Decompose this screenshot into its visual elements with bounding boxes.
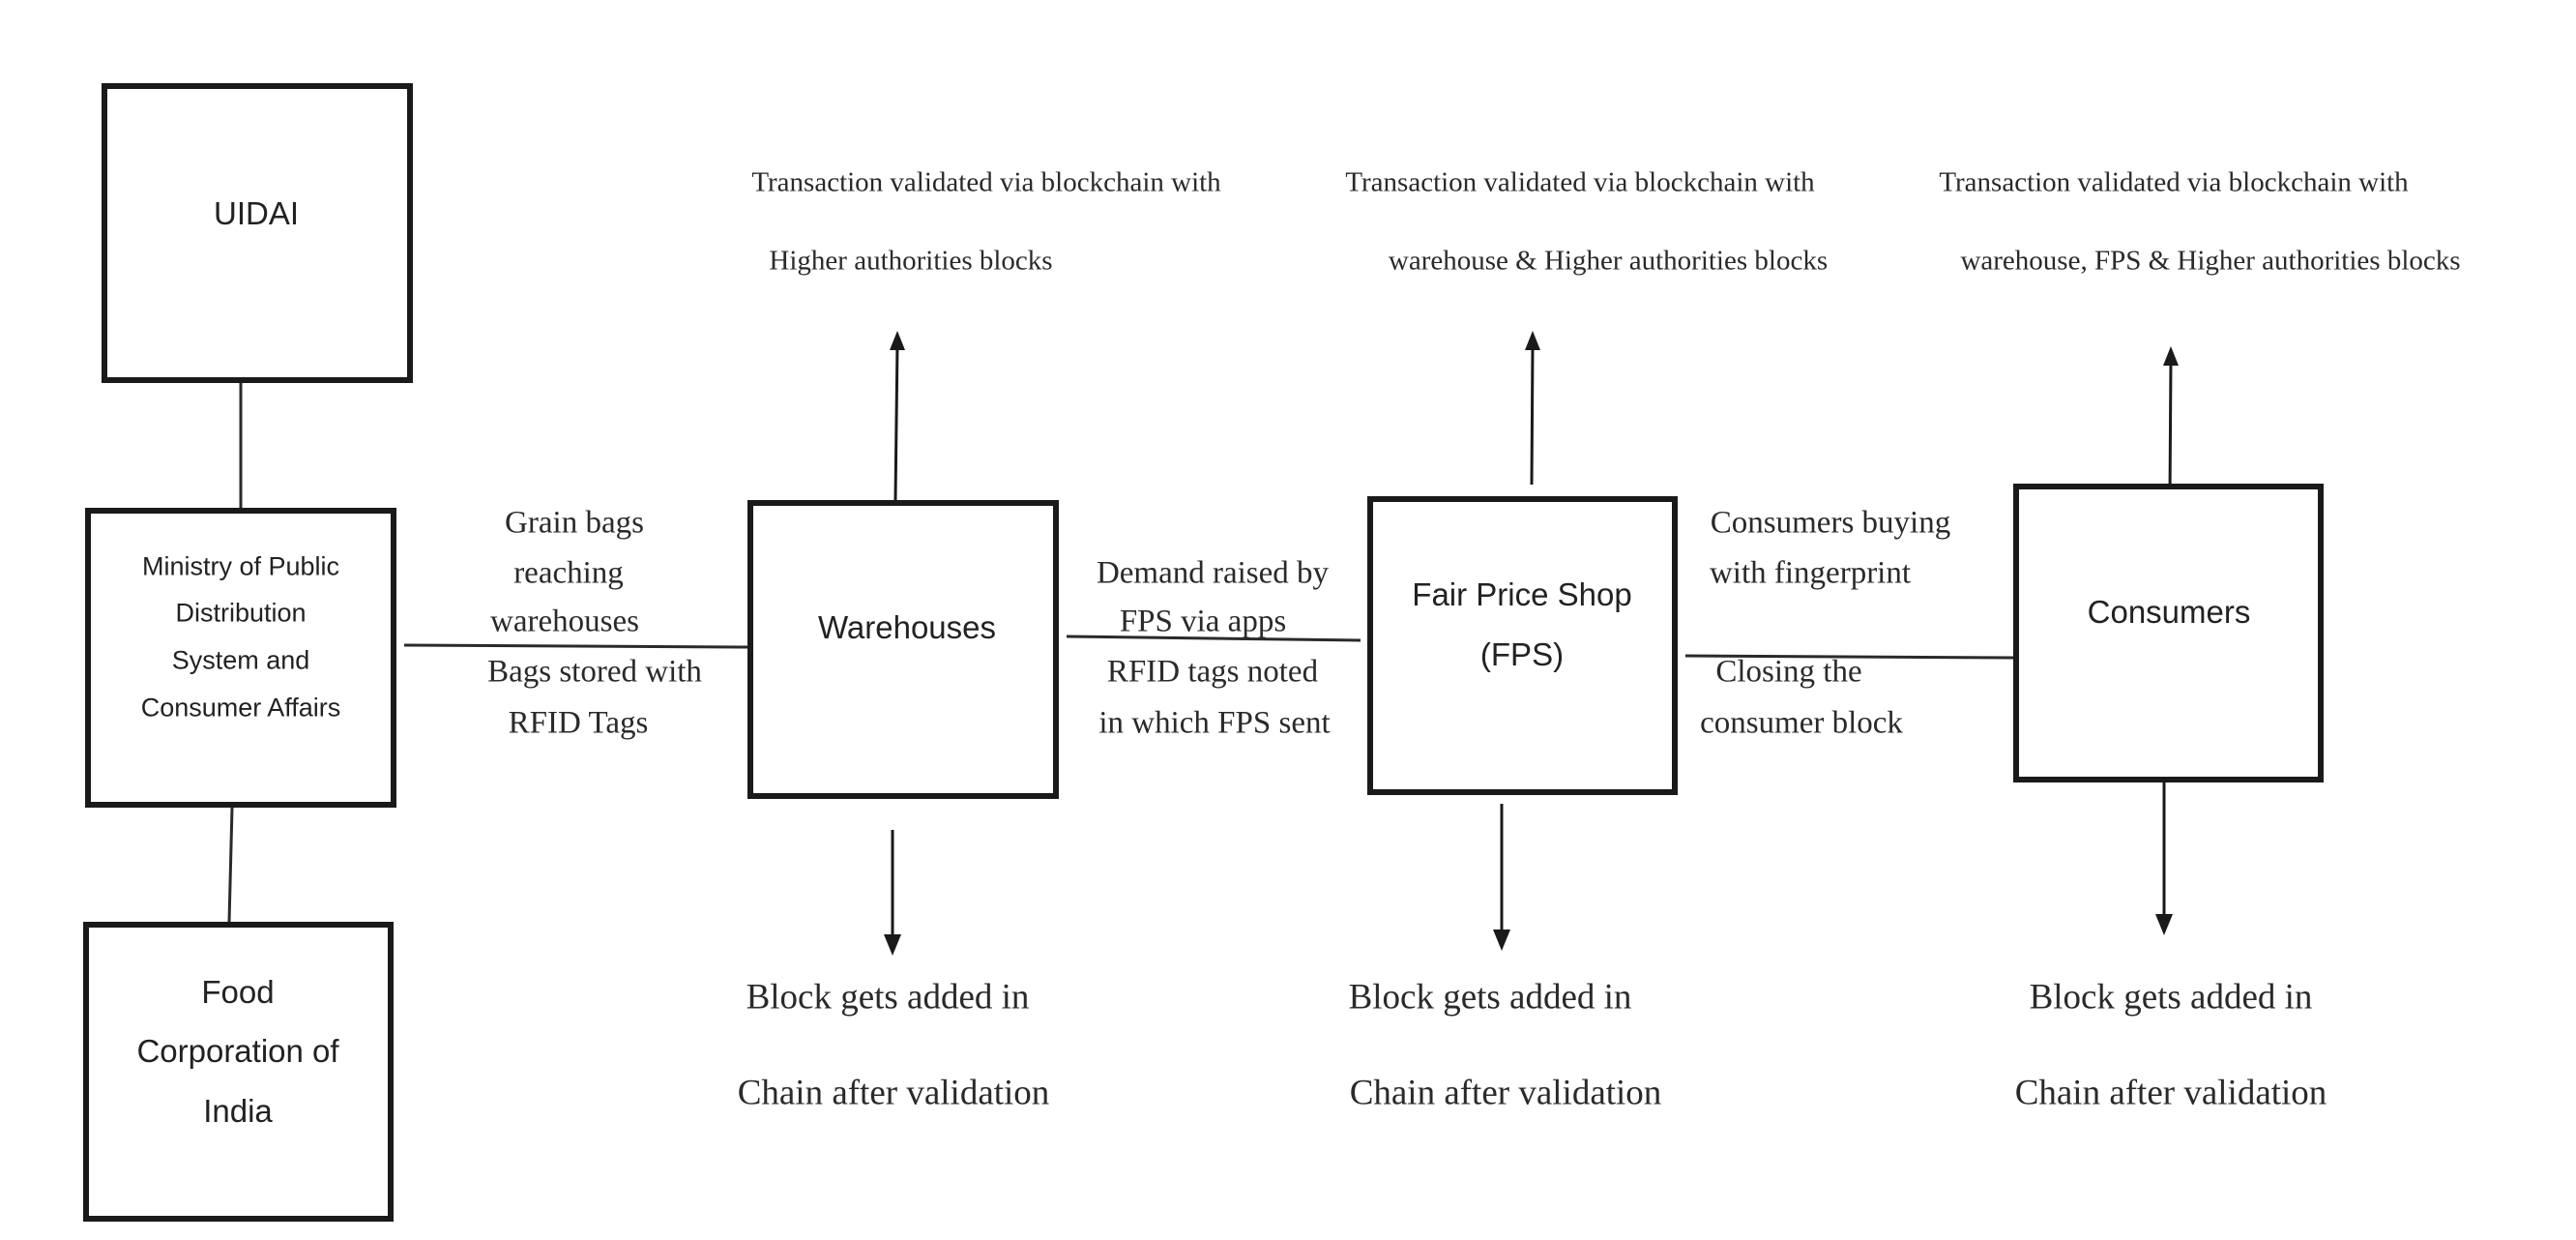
validation-text-fps: warehouse & Higher authorities blocks xyxy=(1388,245,1829,277)
block-added-consumers: Block gets added in xyxy=(2029,977,2313,1018)
edge-label-ministry-warehouse: RFID Tags xyxy=(508,705,649,741)
arrowhead-up-consumers xyxy=(2163,346,2179,366)
node-uidai xyxy=(102,83,413,383)
edge-label-ministry-warehouse: warehouses xyxy=(490,604,639,639)
edge-label-warehouse-fps: FPS via apps xyxy=(1119,604,1287,639)
arrowhead-down-fps xyxy=(1493,930,1510,951)
arrow-up-consumers xyxy=(2168,359,2173,499)
arrow-up-warehouse xyxy=(893,343,899,501)
edge-label-fps-consumers: Closing the xyxy=(1715,654,1862,690)
validation-text-consumers: Transaction validated via blockchain wit… xyxy=(1939,166,2409,198)
validation-text-consumers: warehouse, FPS & Higher authorities bloc… xyxy=(1960,245,2461,277)
edge-label-fps-consumers: Consumers buying xyxy=(1710,505,1951,541)
ministry-label-line: Distribution xyxy=(175,598,307,628)
connector-ministry-warehouse xyxy=(403,643,748,649)
edge-label-fps-consumers: consumer block xyxy=(1700,705,1903,741)
ministry-label-line: System and xyxy=(171,645,310,675)
consumers-label: Consumers xyxy=(2087,594,2251,630)
connector-ministry-fci xyxy=(227,807,234,923)
block-added-consumers: Chain after validation xyxy=(2014,1073,2327,1113)
edge-label-ministry-warehouse: Bags stored with xyxy=(487,654,702,690)
block-added-fps: Chain after validation xyxy=(1349,1073,1662,1113)
node-consumers xyxy=(2013,484,2324,782)
validation-text-fps: Transaction validated via blockchain wit… xyxy=(1345,166,1815,198)
ministry-label-line: Consumer Affairs xyxy=(140,693,341,723)
arrowhead-up-warehouse xyxy=(890,331,905,350)
fps-label-line: (FPS) xyxy=(1479,636,1565,672)
warehouses-label: Warehouses xyxy=(817,609,997,645)
node-warehouses xyxy=(747,500,1059,799)
block-added-warehouse: Chain after validation xyxy=(737,1073,1050,1113)
fps-label-line: Fair Price Shop xyxy=(1412,576,1632,612)
edge-label-fps-consumers: with fingerprint xyxy=(1709,555,1912,591)
block-added-fps: Block gets added in xyxy=(1348,977,1632,1018)
arrowhead-down-warehouse xyxy=(884,934,901,956)
arrow-up-fps xyxy=(1530,343,1535,486)
edge-label-ministry-warehouse: Grain bags xyxy=(505,505,644,541)
edge-label-warehouse-fps: Demand raised by xyxy=(1096,555,1330,591)
arrowhead-up-fps xyxy=(1525,331,1540,350)
ministry-label-line: Ministry of Public xyxy=(141,551,340,581)
edge-label-warehouse-fps: RFID tags noted xyxy=(1106,654,1319,690)
validation-text-warehouse: Transaction validated via blockchain wit… xyxy=(751,166,1221,198)
edge-label-ministry-warehouse: reaching xyxy=(513,555,624,591)
fci-label-line: India xyxy=(203,1093,273,1129)
validation-text-warehouse: Higher authorities blocks xyxy=(769,245,1053,277)
node-fps xyxy=(1367,496,1678,795)
block-added-warehouse: Block gets added in xyxy=(746,977,1030,1018)
node-fci xyxy=(83,922,394,1222)
fci-label-line: Food xyxy=(201,974,275,1010)
edge-label-warehouse-fps: in which FPS sent xyxy=(1098,705,1331,741)
connector-fps-consumers xyxy=(1684,654,2014,660)
connector-warehouse-fps xyxy=(1066,635,1361,642)
node-ministry xyxy=(85,508,396,808)
uidai-label: UIDAI xyxy=(213,195,300,231)
fci-label-line: Corporation of xyxy=(136,1033,339,1069)
arrowhead-down-consumers xyxy=(2155,914,2173,935)
